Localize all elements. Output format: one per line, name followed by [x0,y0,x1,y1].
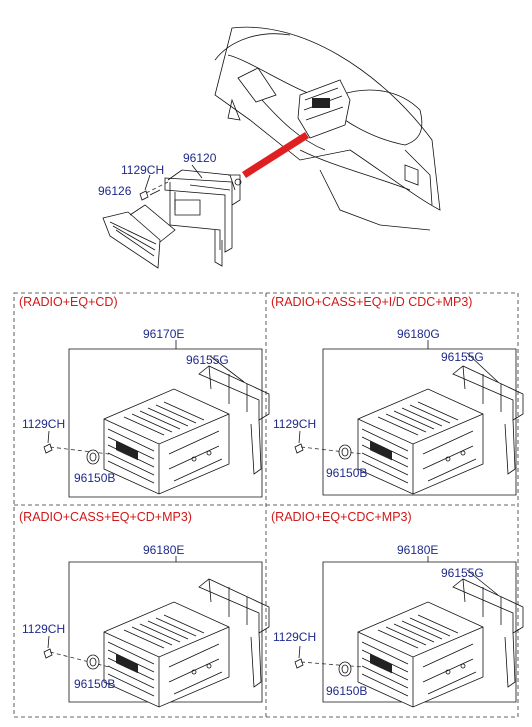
panel-caption: (RADIO+EQ+CD) [19,295,118,309]
bracket-part-number: 96155G [441,566,484,580]
screw-part-number: 1129CH [121,163,165,177]
unit-part-number: 96180E [397,543,439,557]
screw-part-number: 1129CH [22,417,66,431]
unit-part-number: 96170E [143,327,185,341]
trim-96126-drawing [102,204,176,269]
knob-part-number: 96150B [74,471,116,485]
location-pointer-arrow [242,132,309,178]
panel-caption: (RADIO+EQ+CDC+MP3) [271,510,412,524]
screw-part-number: 1129CH [273,417,317,431]
screw-part-number: 1129CH [22,622,66,636]
bracket-96120-drawing [149,169,242,267]
knob-part-number: 96150B [326,466,368,480]
radio-unit-assembly-3 [43,556,270,708]
knob-part-number: 96150B [74,677,116,691]
screw-part-number: 1129CH [273,630,317,644]
trim-part-number: 96126 [98,184,132,198]
radio-unit-assembly-4 [294,556,524,708]
screw-1129ch-top-drawing [139,181,169,201]
bracket-part-number: 96155G [186,353,229,367]
bracket-part-number: 96155G [441,350,484,364]
dashboard-drawing [214,26,441,231]
panel-caption: (RADIO+CASS+EQ+CD+MP3) [19,510,192,524]
panel-frames [13,292,519,718]
radio-unit-assembly-2 [294,340,524,496]
unit-part-number: 96180G [397,327,440,341]
bracket-part-number: 96120 [183,151,217,165]
knob-part-number: 96150B [326,684,368,698]
unit-part-number: 96180E [143,543,185,557]
panel-caption: (RADIO+CASS+EQ+I/D CDC+MP3) [271,295,473,309]
radio-unit-assembly-1 [43,340,270,498]
